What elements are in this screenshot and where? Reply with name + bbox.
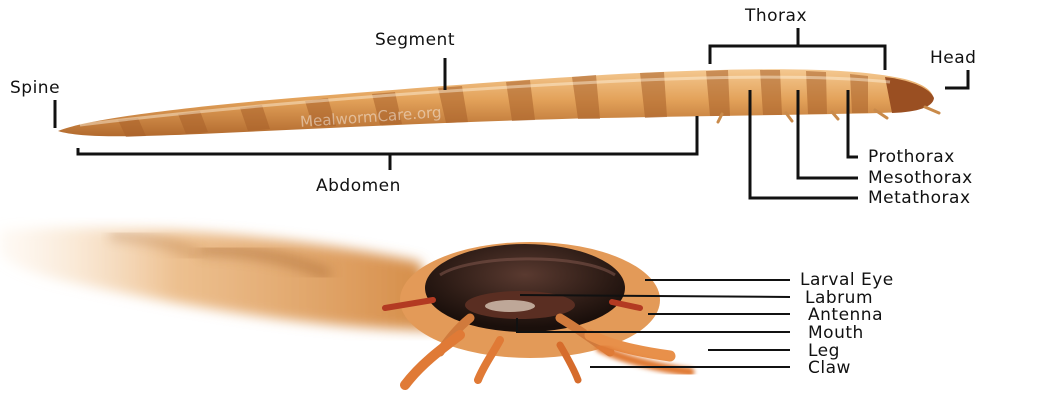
label-prothorax: Prothorax (868, 149, 955, 166)
label-metathorax: Metathorax (868, 190, 971, 207)
label-segment: Segment (375, 32, 455, 49)
label-thorax: Thorax (745, 8, 807, 25)
label-mouth: Mouth (808, 325, 864, 342)
label-head: Head (930, 50, 976, 67)
label-larval-eye: Larval Eye (800, 272, 894, 289)
label-claw: Claw (808, 360, 851, 377)
mealworm-body (58, 69, 939, 137)
label-mesothorax: Mesothorax (868, 170, 973, 187)
mealworm-head-closeup (0, 228, 690, 385)
label-spine: Spine (10, 80, 60, 97)
label-abdomen: Abdomen (316, 178, 401, 195)
label-antenna: Antenna (808, 307, 883, 324)
